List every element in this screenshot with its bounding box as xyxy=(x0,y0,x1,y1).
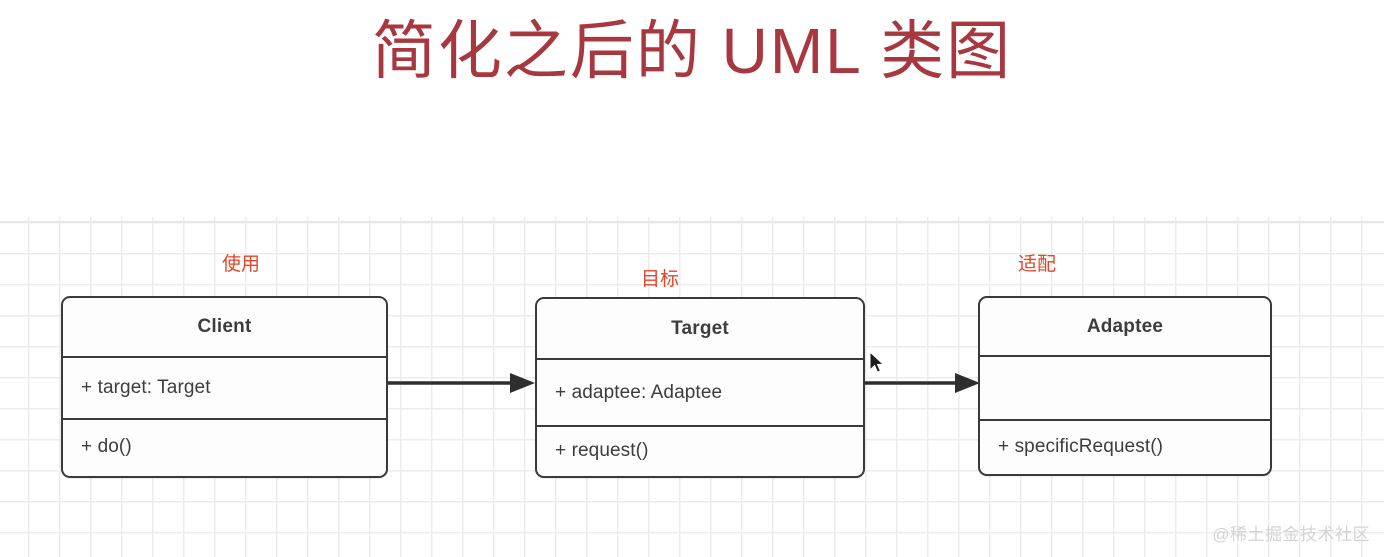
class-method-client-do: + do() xyxy=(63,418,386,474)
class-name-target: Target xyxy=(671,317,729,339)
relationship-label-adapt: 适配 xyxy=(1018,254,1057,275)
page-title: 简化之后的 UML 类图 xyxy=(371,15,1013,87)
uml-class-adaptee[interactable]: Adaptee + specificRequest() xyxy=(978,296,1272,476)
arrow-target-to-adaptee xyxy=(865,373,980,393)
class-method-adaptee-specificrequest: + specificRequest() xyxy=(980,419,1270,473)
class-name-adaptee: Adaptee xyxy=(1086,315,1164,337)
class-name-client: Client xyxy=(197,316,252,337)
watermark-text: @稀土掘金技术社区 xyxy=(1212,525,1370,544)
arrow-client-to-target xyxy=(388,373,535,393)
class-attribute-adaptee-empty xyxy=(980,355,1270,419)
class-method-target-request: + request() xyxy=(537,425,863,475)
mouse-cursor-icon xyxy=(869,351,885,373)
relationship-label-use: 使用 xyxy=(222,254,261,275)
class-attribute-target-adaptee: + adaptee: Adaptee xyxy=(537,358,863,425)
class-attribute-client-target: + target: Target xyxy=(63,356,386,418)
uml-class-target[interactable]: Target + adaptee: Adaptee + request() xyxy=(535,297,865,478)
grid-top-rule xyxy=(0,221,1384,223)
uml-class-client[interactable]: Client + target: Target + do() xyxy=(61,296,388,478)
relationship-label-target: 目标 xyxy=(641,269,680,290)
